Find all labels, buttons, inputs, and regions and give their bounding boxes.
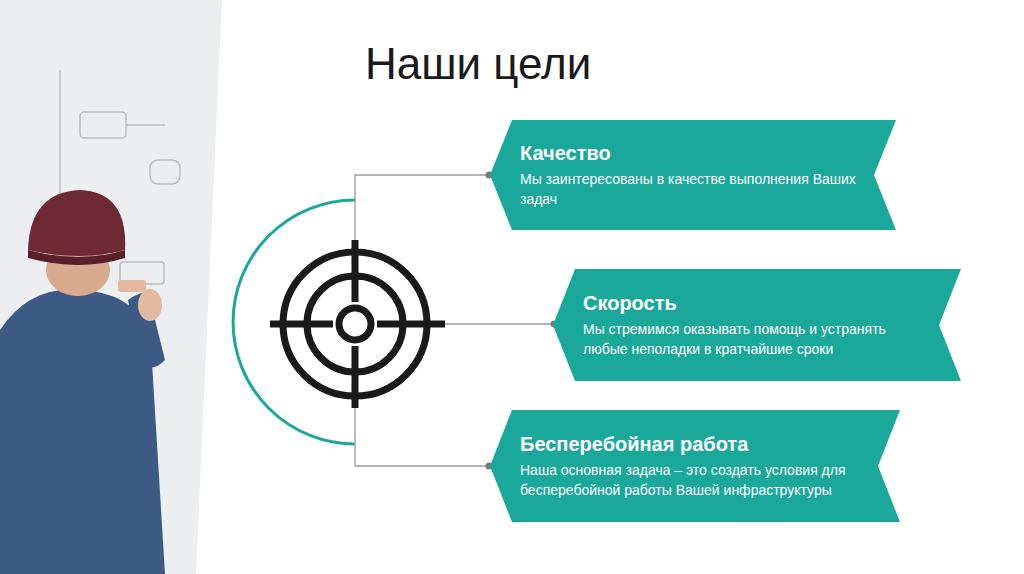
goal-banner: Бесперебойная работаНаша основная задача… xyxy=(490,410,900,522)
goal-banner: Скорость Мы стремимся оказывать помощь и … xyxy=(553,269,961,381)
banner-body: Мы заинтересованы в качестве выполнения … xyxy=(520,169,856,210)
goal-banner: Качество Мы заинтересованы в качестве вып… xyxy=(490,120,896,230)
target-symbol xyxy=(270,240,445,408)
photo-background xyxy=(0,0,222,574)
person-figure xyxy=(0,190,165,574)
banner-body: Наша основная задача – это создать услов… xyxy=(520,460,860,501)
banner-heading: Скорость xyxy=(583,291,921,315)
banner-heading: Бесперебойная работа xyxy=(520,432,860,456)
banner-body: Мы стремимся оказывать помощь и устранят… xyxy=(583,319,921,360)
slide-title: Наши цели xyxy=(365,40,591,88)
banner-heading: Качество xyxy=(520,141,856,165)
